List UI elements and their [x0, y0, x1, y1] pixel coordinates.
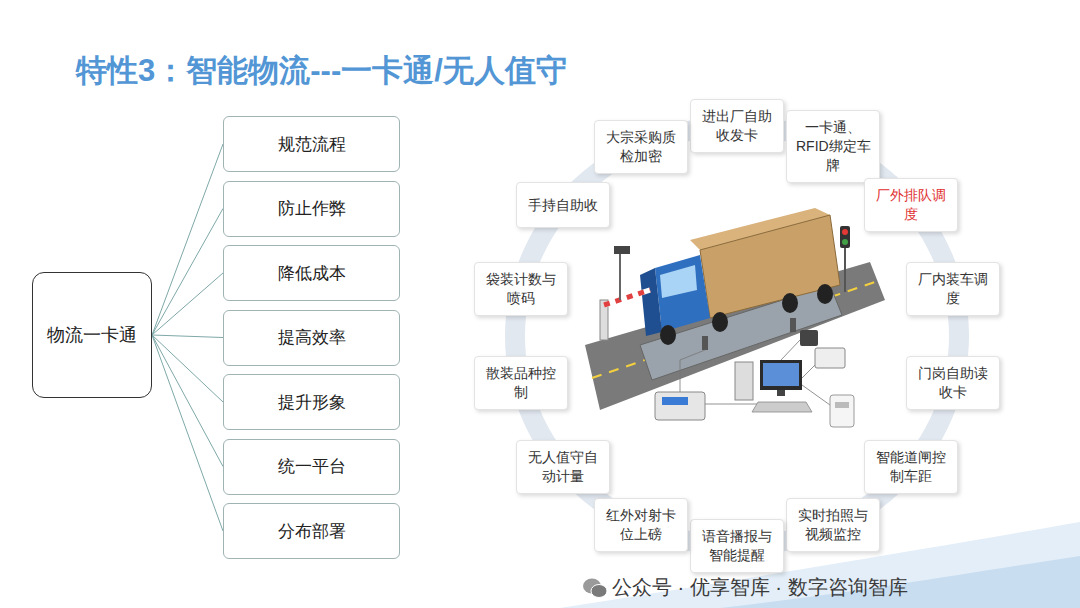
wire — [781, 340, 800, 360]
infrared-post — [790, 318, 796, 332]
wheel — [817, 284, 833, 304]
step-box: 语音播报与智能提醒 — [690, 519, 784, 573]
monitor — [760, 360, 802, 390]
step-box: 袋装计数与喷码 — [474, 262, 568, 316]
feature-box: 防止作弊 — [223, 181, 400, 237]
wheel — [712, 312, 728, 332]
box-text: 规范流程 — [278, 133, 346, 156]
hub-box: 物流一卡通 — [32, 272, 152, 398]
step-box: 厂外排队调度 — [864, 178, 958, 232]
step-box: 散装品种控制 — [474, 356, 568, 410]
pc-tower — [735, 362, 753, 400]
box-text: 降低成本 — [278, 262, 346, 285]
monitor-screen — [763, 363, 799, 386]
printer — [815, 348, 845, 368]
box-text: 防止作弊 — [278, 197, 346, 220]
box-text: 统一平台 — [278, 455, 346, 478]
box-text: 厂内装车调度 — [913, 270, 993, 308]
connector-line — [152, 335, 223, 531]
feature-box: 提高效率 — [223, 310, 400, 366]
feature-box: 规范流程 — [223, 116, 400, 172]
step-box: 大宗采购质检加密 — [594, 120, 688, 174]
feature-box: 降低成本 — [223, 245, 400, 301]
cycle-ring — [515, 126, 959, 546]
voice-box — [800, 330, 818, 346]
green-lamp — [842, 239, 848, 245]
box-text: 袋装计数与喷码 — [481, 270, 561, 308]
wire — [705, 404, 760, 405]
box-text: 门岗自助读收卡 — [913, 364, 993, 402]
traffic-light — [840, 226, 850, 248]
barrier-arm — [604, 290, 650, 305]
box-text: 实时拍照与视频监控 — [793, 506, 873, 544]
step-box: 实时拍照与视频监控 — [786, 498, 880, 552]
slide-title: 特性3：智能物流---一卡通/无人值守 — [76, 50, 567, 92]
feature-box: 统一平台 — [223, 439, 400, 495]
step-box: 厂内装车调度 — [906, 262, 1000, 316]
monitor-stand — [777, 390, 785, 396]
keyboard — [752, 402, 812, 412]
step-box: 智能道闸控制车距 — [864, 440, 958, 494]
infrared-post — [702, 336, 708, 350]
step-box: 红外对射卡位上磅 — [594, 498, 688, 552]
step-box: 无人值守自动计量 — [516, 440, 610, 494]
wire — [680, 350, 705, 395]
step-box: 一卡通、RFID绑定车牌 — [786, 110, 880, 183]
box-text: 散装品种控制 — [481, 364, 561, 402]
card-reader — [830, 395, 854, 427]
box-text: 进出厂自助收发卡 — [697, 107, 777, 145]
connector-line — [152, 335, 223, 402]
box-text: 无人值守自动计量 — [523, 448, 603, 486]
red-lamp — [842, 229, 848, 235]
wheel — [660, 325, 676, 345]
box-text: 语音播报与智能提醒 — [697, 527, 777, 565]
truck-cab — [655, 255, 710, 332]
box-text: 一卡通、RFID绑定车牌 — [793, 118, 873, 175]
barrier-arm — [604, 290, 650, 305]
connector-line — [152, 335, 223, 338]
step-box: 手持自助收 — [516, 182, 610, 228]
camera — [614, 246, 630, 254]
weighing-indicator — [655, 392, 705, 420]
box-text: 红外对射卡位上磅 — [601, 506, 681, 544]
connector-line — [152, 144, 223, 335]
feature-box: 分布部署 — [223, 503, 400, 559]
connector-line — [152, 209, 223, 336]
wire — [802, 365, 815, 378]
wheel — [782, 293, 798, 313]
windshield — [660, 265, 697, 298]
step-box: 进出厂自助收发卡 — [690, 99, 784, 153]
box-text: 物流一卡通 — [47, 323, 137, 347]
connector-line — [152, 335, 223, 467]
connector-line — [152, 273, 223, 335]
box-text: 手持自助收 — [528, 196, 598, 215]
step-box: 门岗自助读收卡 — [906, 356, 1000, 410]
watermark: 公众号 · 优享智库 · 数字咨询智库 — [612, 574, 908, 601]
box-text: 大宗采购质检加密 — [601, 128, 681, 166]
reader-slot — [835, 402, 849, 408]
box-text: 提升形象 — [278, 391, 346, 414]
feature-box: 提升形象 — [223, 374, 400, 430]
box-text: 智能道闸控制车距 — [871, 448, 951, 486]
icon-bubble — [591, 585, 607, 598]
cargo-box — [700, 215, 840, 318]
truck-front — [640, 268, 662, 336]
indicator-display — [662, 397, 688, 405]
box-text: 提高效率 — [278, 326, 346, 349]
box-text: 厂外排队调度 — [871, 186, 951, 224]
box-text: 分布部署 — [278, 520, 346, 543]
wechat-icon — [582, 576, 608, 600]
camera-pole — [619, 250, 621, 300]
